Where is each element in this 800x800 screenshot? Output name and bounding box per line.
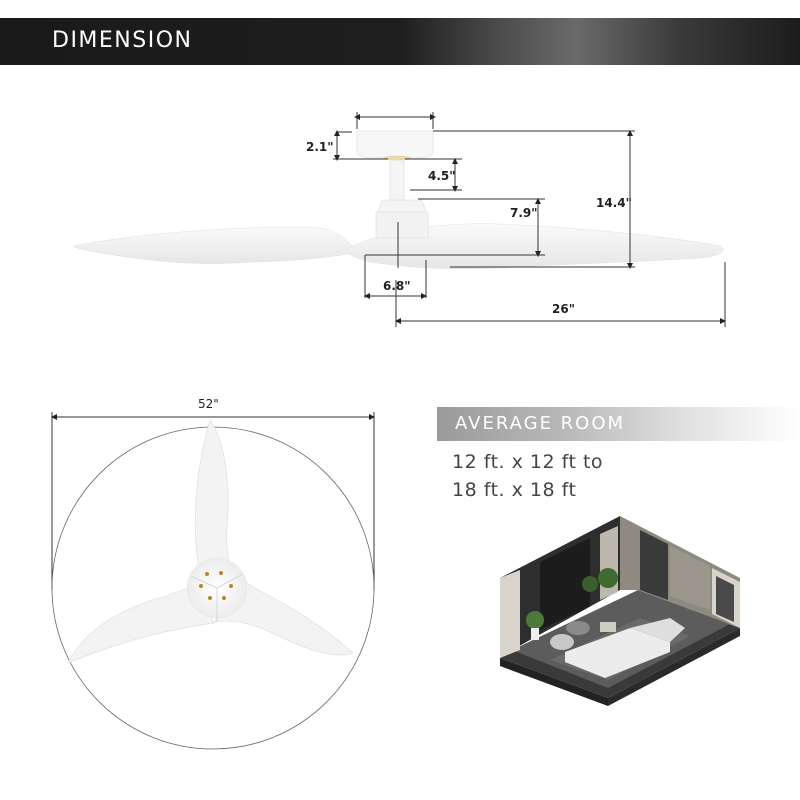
label-motor-to-blade: 7.9" xyxy=(510,206,538,220)
room-size-line-2: 18 ft. x 18 ft xyxy=(452,479,577,501)
room-illustration xyxy=(500,516,740,706)
label-diameter: 52" xyxy=(198,397,219,411)
canopy xyxy=(356,130,434,159)
fan-blades-top xyxy=(67,419,354,664)
screws xyxy=(199,571,233,600)
fan-side-view-diagram: 2.1" 4.5" 7.9" 14.4" 6.8" 26" xyxy=(72,112,726,327)
average-room-title: AVERAGE ROOM xyxy=(455,413,626,434)
label-hub-width: 6.8" xyxy=(383,279,411,293)
header-bar xyxy=(0,18,800,65)
blade-right xyxy=(212,579,354,656)
fan-top-view-diagram: 52" xyxy=(51,397,375,750)
blade-top xyxy=(195,419,245,584)
canopy-light xyxy=(383,155,411,161)
left-blade xyxy=(72,227,361,264)
average-room-banner xyxy=(437,407,800,441)
label-total-height: 14.4" xyxy=(596,196,632,210)
motor-top xyxy=(377,199,427,213)
blade-left xyxy=(67,582,214,664)
motor-housing xyxy=(375,211,429,239)
room-size-line-1: 12 ft. x 12 ft to xyxy=(452,451,604,473)
label-downrod: 4.5" xyxy=(428,169,456,183)
downrod xyxy=(389,157,405,201)
page-title: DIMENSION xyxy=(52,28,193,53)
label-canopy-height: 2.1" xyxy=(306,140,334,154)
label-blade-length: 26" xyxy=(552,302,575,316)
